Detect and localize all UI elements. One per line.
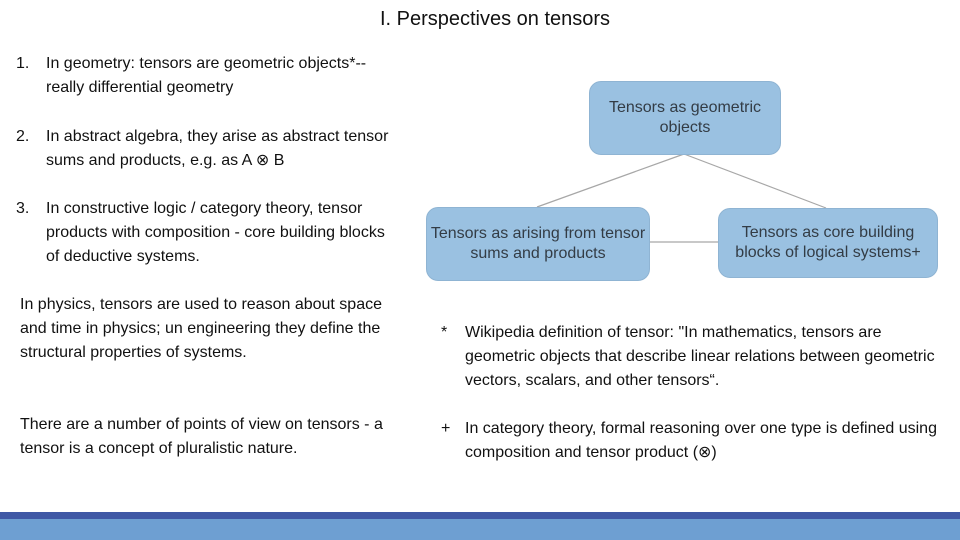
node-geometric: Tensors as geometric objects [589, 81, 781, 155]
item-text: In abstract algebra, they arise as abstr… [46, 128, 389, 169]
node-label: Tensors as geometric objects [608, 99, 762, 136]
footnote-text: Wikipedia definition of tensor: "In math… [465, 324, 935, 389]
numbered-item-2: 2. In abstract algebra, they arise as ab… [16, 125, 396, 173]
slide-title: I. Perspectives on tensors [379, 8, 611, 30]
footer-bar-light [0, 519, 960, 540]
node-label: Tensors as arising from tensor sums and … [430, 225, 646, 262]
edge-top-right [683, 153, 827, 209]
footer-bar-dark [0, 512, 960, 519]
footnote-star: * Wikipedia definition of tensor: "In ma… [441, 321, 941, 393]
footnote-plus: + In category theory, formal reasoning o… [441, 417, 941, 465]
item-text: In constructive logic / category theory,… [46, 200, 385, 265]
node-algebraic: Tensors as arising from tensor sums and … [426, 207, 650, 281]
item-text: In geometry: tensors are geometric objec… [46, 55, 367, 96]
footnote-symbol: * [441, 324, 448, 341]
node-logical: Tensors as core building blocks of logic… [718, 208, 938, 278]
item-number: 3. [16, 200, 30, 217]
physics-paragraph: In physics, tensors are used to reason a… [20, 296, 382, 361]
footnote-text: In category theory, formal reasoning ove… [465, 420, 937, 461]
footnote-symbol: + [441, 420, 451, 437]
numbered-item-3: 3. In constructive logic / category theo… [16, 197, 396, 269]
item-number: 2. [16, 128, 30, 145]
item-number: 1. [16, 55, 30, 72]
edge-top-left [536, 153, 685, 208]
numbered-item-1: 1. In geometry: tensors are geometric ob… [16, 52, 396, 100]
pluralistic-paragraph: There are a number of points of view on … [20, 416, 383, 457]
node-label: Tensors as core building blocks of logic… [735, 224, 921, 261]
